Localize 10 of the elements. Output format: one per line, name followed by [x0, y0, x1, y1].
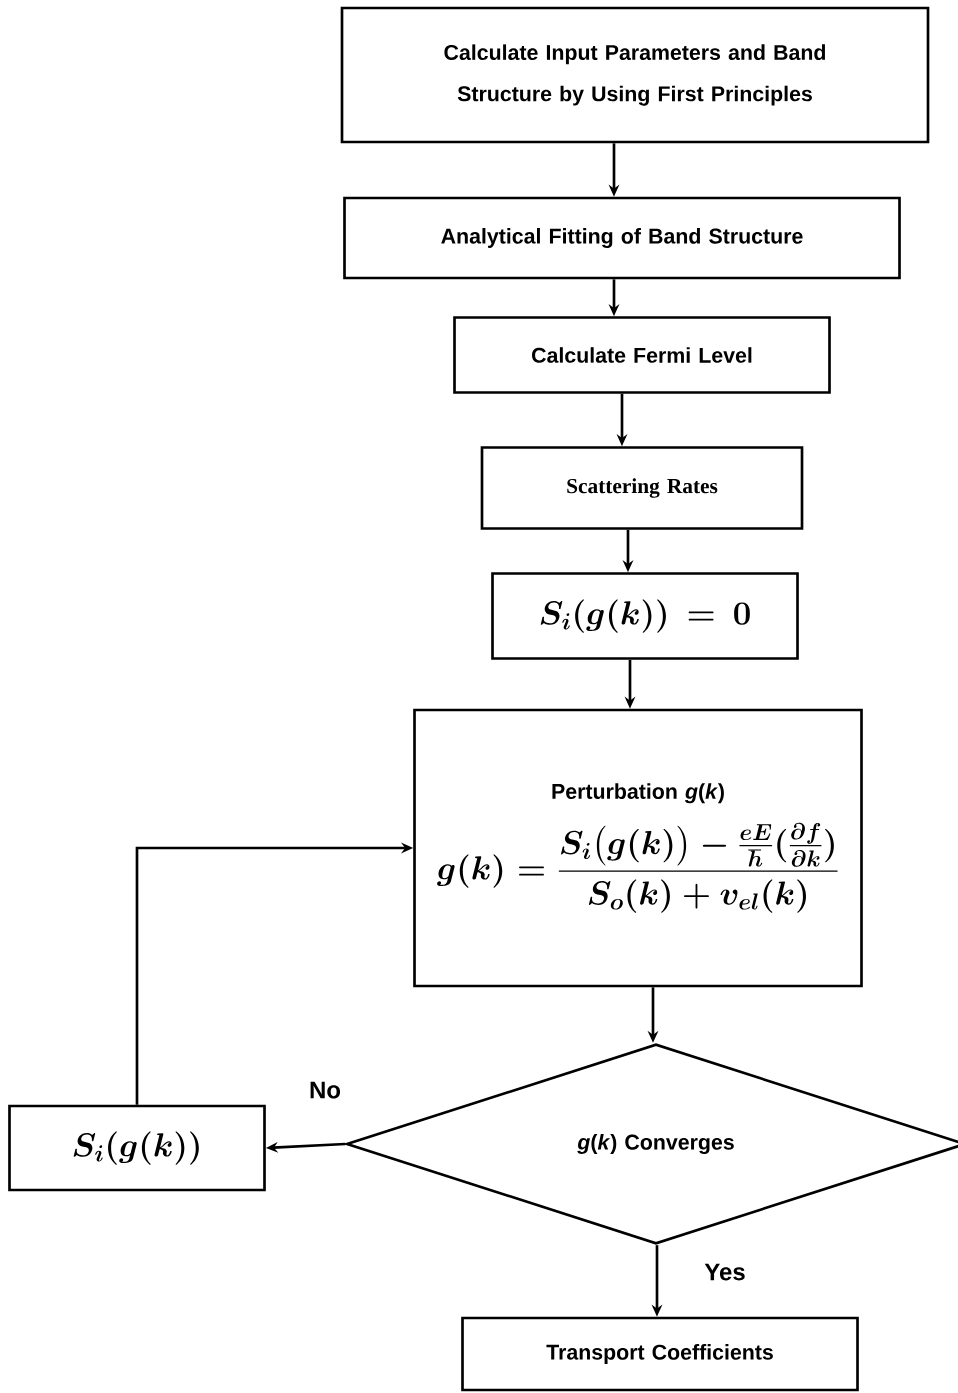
process-box: Calculate Fermi Level	[453, 316, 831, 394]
process-box: Perturbation g(k) $g(k) = \frac{S_i\big(g(k)\big) - \frac{eE}{\hbar}(\frac{\partial f}{\partial k})}{S_o(k) + v_{el}(k)}$	[413, 708, 863, 988]
process-box: Calculate Input Parameters and Band Structure by Using First Principles	[340, 6, 930, 144]
edge-label: No	[306, 1078, 344, 1102]
process-box: $S_i(g(k)) = 0$	[491, 572, 799, 660]
process-box: Scattering Rates	[480, 446, 804, 530]
process-box: $S_i(g(k))$	[8, 1104, 266, 1192]
process-box: Transport Coefficients	[461, 1316, 859, 1392]
process-box: Analytical Fitting of Band Structure	[343, 196, 901, 280]
edge-label: Yes	[701, 1261, 749, 1284]
